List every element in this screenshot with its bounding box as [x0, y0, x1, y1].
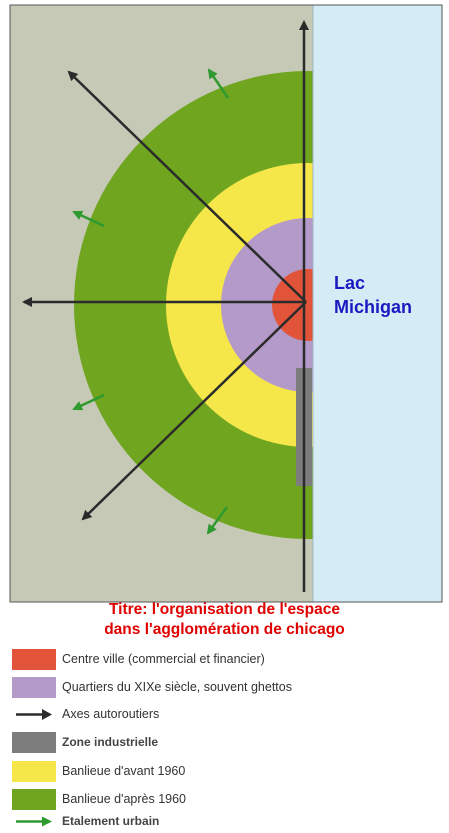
legend-item-centre-ville: Centre ville (commercial et financier) [12, 648, 265, 670]
legend-item-zone-industrielle: Zone industrielle [12, 731, 158, 753]
zone-industrielle-swatch [12, 731, 56, 753]
map-title: Titre: l'organisation de l'espace dans l… [0, 600, 449, 640]
quartiers-xix-zone [221, 218, 313, 392]
black-arrow-icon [16, 708, 52, 720]
title-line1: Titre: l'organisation de l'espace [108, 601, 341, 618]
banlieue-apres-1960-swatch [12, 788, 56, 810]
legend-item-banlieue-apres-1960: Banlieue d'après 1960 [12, 788, 186, 810]
legend-label: Zone industrielle [62, 735, 159, 749]
sprawl-arrow [72, 393, 105, 411]
title-line2: dans l'agglomération de chicago [104, 621, 345, 638]
sprawl-arrow [206, 506, 229, 535]
legend-label: Quartiers du XIXe siècle, souvent ghetto… [62, 680, 292, 694]
lake-label: Lac Michigan [334, 271, 412, 319]
highway-southwest [81, 301, 307, 521]
legend-label: Banlieue d'après 1960 [62, 792, 187, 806]
sprawl-arrow [72, 210, 105, 228]
legend-label: Banlieue d'avant 1960 [62, 764, 186, 778]
chicago-map [9, 4, 443, 603]
legend-label: Axes autoroutiers [62, 707, 160, 721]
lake-label-line2: Michigan [334, 297, 413, 317]
green-arrow-icon [16, 816, 52, 826]
axes-autoroutiers [22, 20, 309, 592]
map-frame [9, 4, 443, 603]
lake-label-line1: Lac [334, 273, 366, 293]
legend-label: Etalement urbain [62, 814, 160, 828]
legend-item-etalement-urbain: Etalement urbain [12, 810, 159, 832]
legend-item-axes-autoroutiers: Axes autoroutiers [12, 703, 159, 725]
highway-northwest [67, 70, 307, 303]
quartiers-xix-swatch [12, 676, 56, 698]
etalement-urbain [72, 68, 230, 535]
legend-item-banlieue-avant-1960: Banlieue d'avant 1960 [12, 760, 185, 782]
legend-item-quartiers-xix: Quartiers du XIXe siècle, souvent ghetto… [12, 676, 292, 698]
legend-label: Centre ville (commercial et financier) [62, 652, 265, 666]
sprawl-arrow [207, 68, 230, 99]
centre-ville-swatch [12, 648, 56, 670]
lake-michigan [313, 5, 442, 602]
banlieue-avant-1960-swatch [12, 760, 56, 782]
